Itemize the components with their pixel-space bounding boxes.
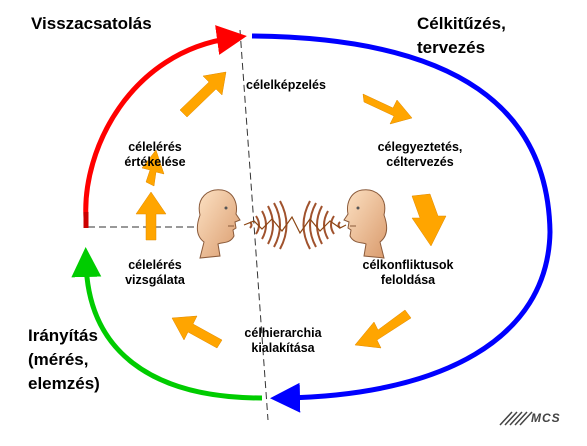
feedback-arrow [83,25,247,219]
label-planning: tervezés [417,38,486,57]
label-feedback: Visszacsatolás [31,14,152,33]
label-measuring: (mérés, [28,350,89,369]
label-analysis: elemzés) [28,374,100,393]
logo-text: MCS [531,411,561,425]
step-konfliktus-line1: célkonfliktusok [362,258,454,272]
step-egyeztetes-line1: célegyeztetés, [377,140,463,154]
step-konfliktus-line2: feloldása [380,273,436,287]
right-face-icon [343,189,388,259]
label-goal-setting: Célkitűzés, [417,14,506,33]
step-vizsgalat-line1: célelérés [128,258,182,272]
step-vizsgalat-line2: vizsgálata [125,273,185,287]
step-vizsgalat: célelérés vizsgálata [110,258,200,288]
arrow-upper-left [141,149,165,187]
left-face-icon [196,189,241,259]
step-hierarchia: célhierarchia kialakítása [233,326,333,356]
step-konfliktus: célkonfliktusok feloldása [353,258,463,288]
arrow-hierarchia-to-vizsgalat [171,315,223,349]
arrow-kepzeles-to-egyeztetes [362,93,413,125]
logo-icon [499,411,533,426]
arrow-vizsgalat-to-ertekeles [135,191,167,241]
wave-pulse [243,215,347,235]
arrow-konfliktus-to-hierarchia [354,309,412,349]
step-ertekeles-line1: célelérés [128,140,182,154]
step-egyeztetes-line2: céltervezés [386,155,454,169]
label-control: Irányítás [28,326,98,345]
step-hierarchia-line1: célhierarchia [244,326,322,340]
step-ertekeles: célelérés értékelése [110,140,200,170]
step-hierarchia-line2: kialakítása [251,341,315,355]
vertical-divider [239,29,269,421]
planning-arrow [251,33,553,413]
arrow-ertekeles-to-kepzeles [179,71,227,118]
step-ertekeles-line2: értékelése [124,155,186,169]
step-egyeztetes: célegyeztetés, céltervezés [372,140,468,170]
control-arrow [71,247,263,401]
step-celkepzeles: célelképzelés [246,78,326,92]
arrow-egyeztetes-to-konfliktus [411,193,447,247]
